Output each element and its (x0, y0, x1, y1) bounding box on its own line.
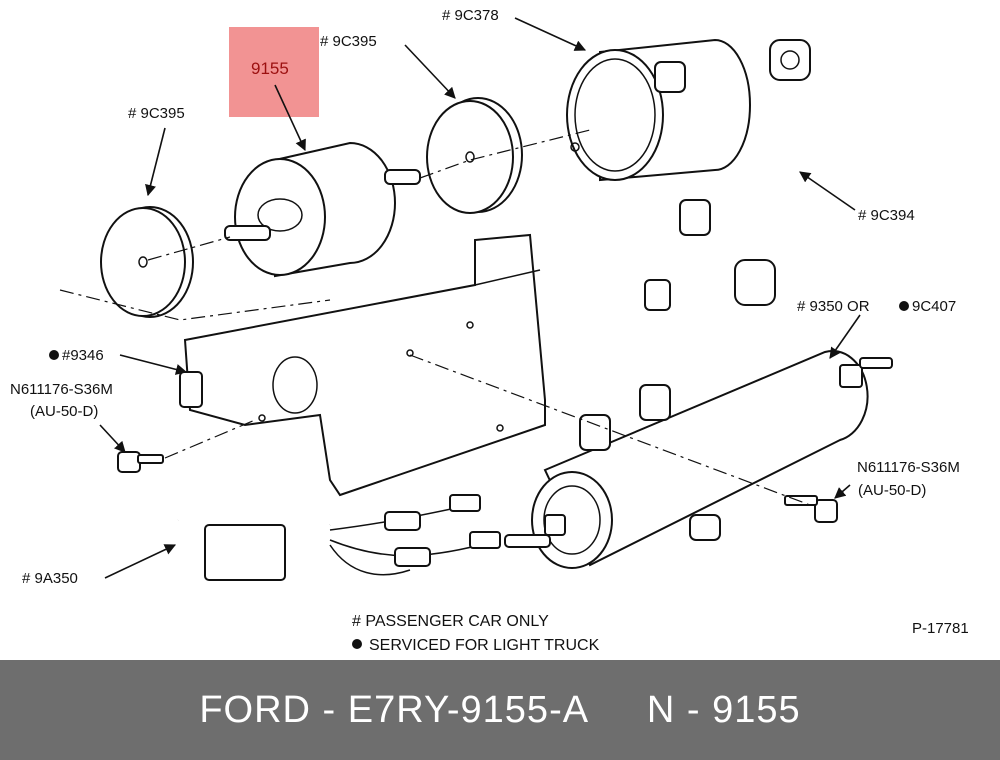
label-bolt-right-spec: (AU-50-D) (858, 482, 926, 499)
footer-part-number: E7RY-9155-A (347, 688, 590, 731)
bullet-pump-alt (899, 301, 909, 311)
fuel-filter (224, 141, 421, 278)
footer-brand: FORD (199, 688, 311, 731)
note-light-truck: SERVICED FOR LIGHT TRUCK (369, 637, 600, 654)
label-bolt-left-part: N611176-S36M (10, 381, 113, 398)
footer-gap (589, 689, 647, 732)
bolt-left (117, 451, 164, 473)
footer-sep-1: - (311, 688, 348, 731)
insulator-right (426, 97, 523, 214)
wiring-harness (171, 472, 501, 581)
label-fuel-filter: 9155 (251, 59, 289, 78)
part-number-banner: FORD - E7RY-9155-A N - 9155 (0, 660, 1000, 760)
label-pump: # 9350 OR (797, 298, 870, 315)
label-bolt-left-spec: (AU-50-D) (30, 403, 98, 420)
fuel-line (608, 39, 920, 311)
label-drawing-number: P-17781 (912, 620, 969, 637)
leader-lines (99, 17, 861, 579)
label-harness: # 9A350 (22, 570, 78, 587)
label-bracket: #9346 (62, 347, 104, 364)
note-passenger-car: # PASSENGER CAR ONLY (352, 613, 549, 630)
label-filter-housing: # 9C378 (442, 7, 499, 24)
bullet-light-truck (352, 639, 362, 649)
highlight-box (229, 27, 319, 117)
bullet-bracket (49, 350, 59, 360)
footer-oem-number: 9155 (712, 688, 801, 731)
footer-oem-label: N (646, 688, 676, 731)
footer-sep-2: - (675, 688, 713, 731)
pump-bracket (179, 233, 546, 497)
fuel-pump (504, 349, 893, 569)
fuel-system-diagram: 9155 # 9C395 # 9C395 # 9C378 # 9C394 # 9… (10, 7, 969, 654)
label-fuel-line: # 9C394 (858, 207, 915, 224)
alignment-lines (59, 129, 811, 506)
label-pump-alt: 9C407 (912, 298, 956, 315)
label-bolt-right-part: N611176-S36M (857, 459, 960, 476)
insulator-left (100, 206, 194, 318)
label-insulator-right: # 9C395 (320, 33, 377, 50)
bolt-right (784, 495, 838, 523)
filter-housing (566, 38, 751, 182)
label-insulator-left: # 9C395 (128, 105, 185, 122)
